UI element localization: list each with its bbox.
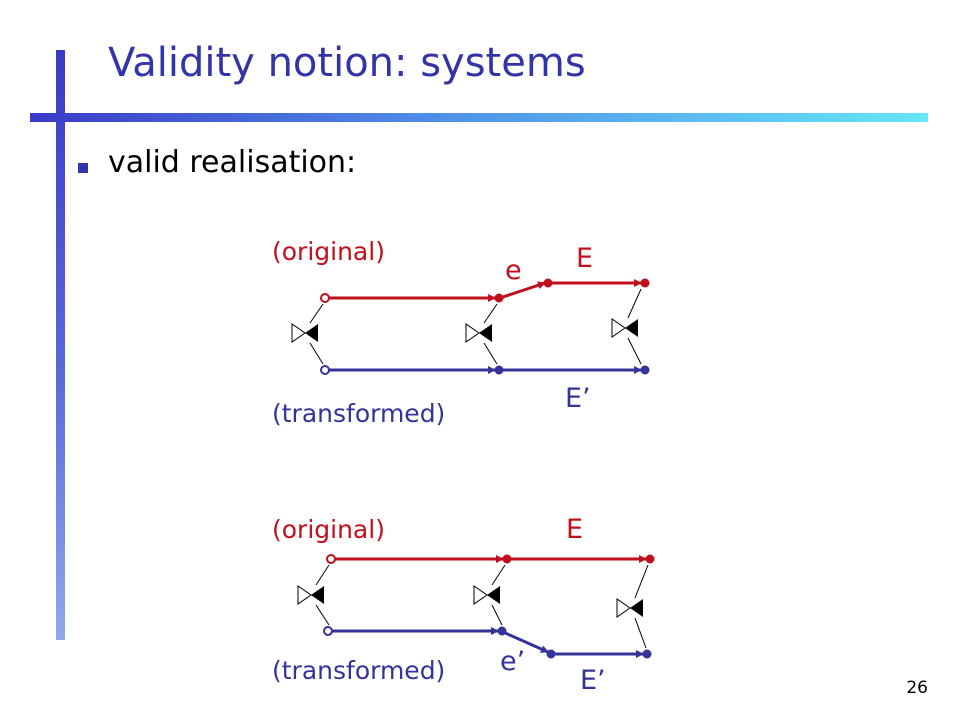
bullet-square-icon: [78, 163, 88, 173]
top-original-initial-state: [320, 293, 330, 303]
bottom-original-label: (original): [272, 515, 385, 544]
bottom-event-e-prime-arrow: [502, 630, 549, 654]
top-extension-E-prime-label: E’: [565, 383, 591, 414]
bottom-transformed-state-2: [546, 649, 556, 659]
bullet-text: valid realisation:: [108, 145, 357, 180]
top-relation-1: [291, 303, 324, 365]
top-original-state-2: [543, 278, 553, 288]
top-extension-E-label: E: [576, 243, 594, 274]
top-transformed-state-2: [640, 365, 650, 375]
bottom-extension-E-label: E: [566, 514, 584, 545]
bottom-relation-2: [473, 564, 506, 626]
bottom-transformed-initial-state: [323, 626, 333, 636]
left-accent-bar: [56, 50, 65, 640]
top-relation-3: [611, 288, 642, 365]
bottom-transformed-state-1: [497, 626, 507, 636]
top-event-e-label: e: [505, 255, 522, 286]
top-transformed-state-1: [494, 365, 504, 375]
top-event-e-arrow: [499, 281, 546, 300]
top-transformed-label: (transformed): [272, 399, 446, 428]
page-number: 26: [906, 678, 928, 698]
top-original-label: (original): [272, 237, 385, 266]
bottom-relation-3: [616, 564, 649, 649]
bottom-diagram: [297, 554, 655, 659]
bottom-event-e-prime-label: e’: [500, 646, 526, 677]
top-diagram: [291, 278, 650, 375]
top-original-state-3: [640, 278, 650, 288]
bottom-transformed-label: (transformed): [272, 656, 446, 685]
bottom-original-state-2: [645, 554, 655, 564]
bottom-transformed-state-3: [642, 649, 652, 659]
title-underline-bar: [30, 113, 928, 122]
bottom-extension-E-prime-label: E’: [580, 665, 606, 696]
top-relation-2: [465, 303, 498, 365]
bottom-original-initial-state: [326, 554, 336, 564]
bottom-original-state-1: [502, 554, 512, 564]
bottom-relation-1: [297, 564, 330, 626]
top-transformed-initial-state: [320, 365, 330, 375]
slide-title: Validity notion: systems: [108, 40, 586, 86]
top-original-state-1: [494, 293, 504, 303]
